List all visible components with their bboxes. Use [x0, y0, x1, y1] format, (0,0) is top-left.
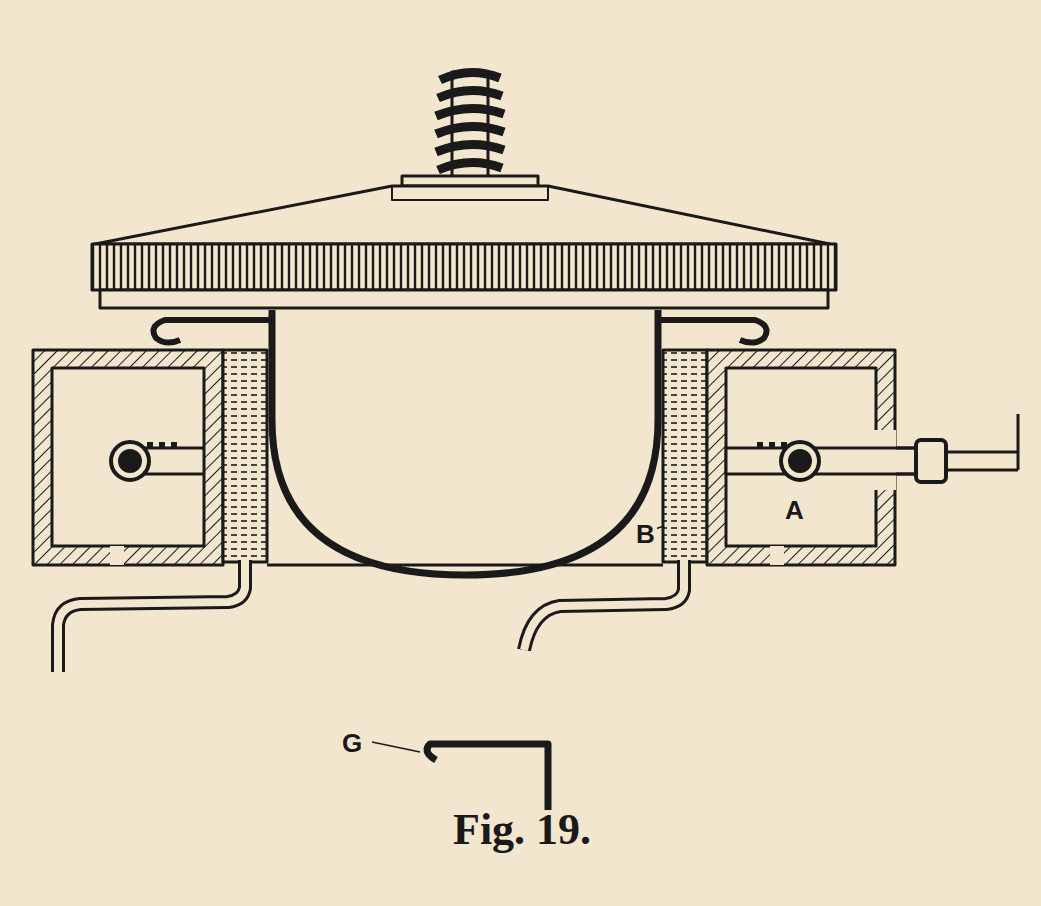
figure-caption: Fig. 19.	[453, 808, 591, 852]
flange-curl	[153, 320, 270, 343]
right-chamber	[663, 350, 1018, 565]
bracket-piece	[427, 744, 548, 810]
hood-cup	[272, 310, 658, 575]
leader-line	[372, 742, 420, 752]
lead-wire	[524, 560, 684, 650]
part-letter: G	[342, 730, 362, 756]
base-line	[267, 564, 663, 567]
part-letter: B	[634, 520, 657, 548]
flange-curl	[660, 320, 767, 343]
screw-thread	[402, 72, 538, 186]
lead-wire	[58, 560, 245, 672]
lid	[92, 186, 836, 308]
part-letter: A	[785, 497, 804, 523]
left-chamber	[33, 350, 267, 565]
